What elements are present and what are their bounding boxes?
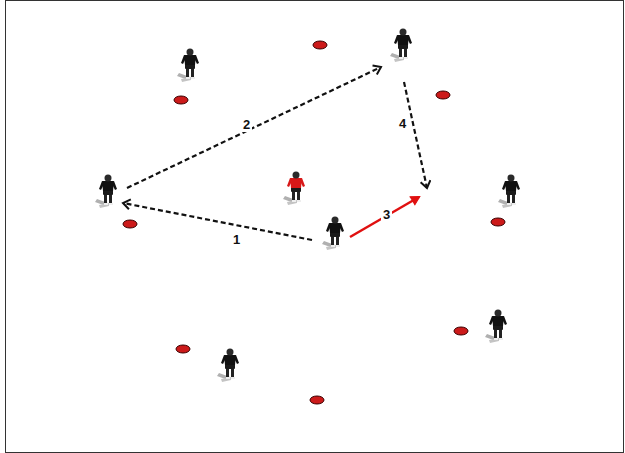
cones bbox=[123, 41, 505, 404]
cone bbox=[436, 91, 450, 99]
cone bbox=[174, 96, 188, 104]
player bbox=[177, 49, 199, 83]
player bbox=[498, 175, 520, 209]
pass-arrow bbox=[127, 67, 381, 188]
movement-arrows bbox=[123, 67, 427, 240]
cone bbox=[123, 220, 137, 228]
pass-arrow bbox=[123, 203, 312, 240]
cone bbox=[491, 218, 505, 226]
player bbox=[390, 29, 412, 63]
callout-number: 2 bbox=[241, 118, 252, 132]
defender-player bbox=[283, 172, 305, 206]
field-border bbox=[6, 1, 624, 453]
player bbox=[485, 310, 507, 344]
players bbox=[95, 29, 520, 383]
cone bbox=[454, 327, 468, 335]
callout-number: 4 bbox=[397, 117, 408, 131]
run-arrow bbox=[350, 197, 419, 237]
player bbox=[322, 217, 344, 251]
cone bbox=[176, 345, 190, 353]
cone bbox=[313, 41, 327, 49]
player bbox=[95, 175, 117, 209]
pass-arrow bbox=[404, 82, 427, 188]
callout-number: 1 bbox=[231, 233, 242, 247]
cone bbox=[310, 396, 324, 404]
callout-number: 3 bbox=[381, 208, 392, 222]
player bbox=[217, 349, 239, 383]
